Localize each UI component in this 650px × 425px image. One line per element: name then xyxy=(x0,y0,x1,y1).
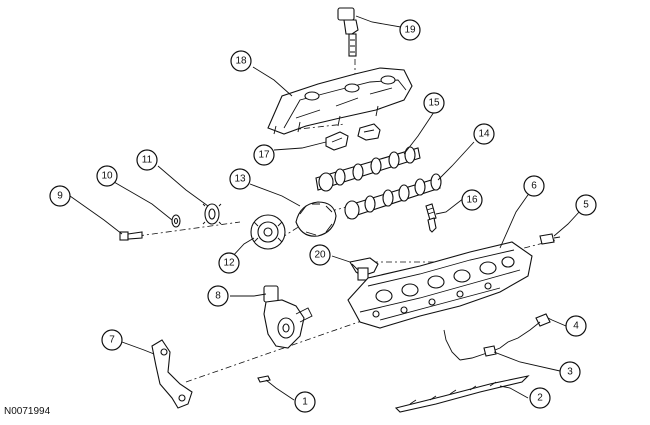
camshaft-lower xyxy=(344,173,442,220)
callout-5-label: 5 xyxy=(583,200,589,211)
callout-13-label: 13 xyxy=(234,174,246,185)
callout-16-label: 16 xyxy=(466,195,478,206)
callout-19-label: 19 xyxy=(404,25,416,36)
callout-1-label: 1 xyxy=(302,397,308,408)
figure-id-label: N0071994 xyxy=(4,406,51,417)
vct-sprocket xyxy=(250,214,286,250)
ignition-coil xyxy=(337,7,359,57)
spark-plug xyxy=(425,203,437,233)
callout-10: 10 xyxy=(96,165,118,187)
coolant-fitting xyxy=(539,233,561,245)
callout-7-label: 7 xyxy=(109,335,115,346)
vct-solenoid-assembly xyxy=(263,285,313,349)
callout-20-label: 20 xyxy=(314,250,326,261)
callout-4-label: 4 xyxy=(573,321,579,332)
callout-3-label: 3 xyxy=(567,367,573,378)
callout-2-label: 2 xyxy=(537,393,543,404)
callout-6: 6 xyxy=(523,175,545,197)
callout-19: 19 xyxy=(399,19,421,41)
callout-15-label: 15 xyxy=(428,98,440,109)
callout-14-label: 14 xyxy=(478,129,490,140)
camshaft-caps xyxy=(325,123,381,151)
callout-17: 17 xyxy=(253,144,275,166)
callout-7: 7 xyxy=(101,329,123,351)
leader-lines xyxy=(69,15,581,401)
callout-18: 18 xyxy=(230,50,252,72)
callout-8-label: 8 xyxy=(215,291,221,302)
callout-12-label: 12 xyxy=(223,258,235,269)
callout-10-label: 10 xyxy=(101,171,113,182)
callout-11: 11 xyxy=(136,149,158,171)
callout-15: 15 xyxy=(423,92,445,114)
callout-1: 1 xyxy=(294,391,316,413)
callout-6-label: 6 xyxy=(531,181,537,192)
callout-13: 13 xyxy=(229,168,251,190)
callout-11-label: 11 xyxy=(142,155,153,166)
callout-9: 9 xyxy=(49,185,71,207)
callout-17-label: 17 xyxy=(258,150,270,161)
callout-3: 3 xyxy=(559,361,581,383)
callout-5: 5 xyxy=(575,194,597,216)
oxygen-sensor-harness xyxy=(443,313,551,361)
callout-14: 14 xyxy=(473,123,495,145)
sprocket-gear xyxy=(202,203,222,225)
dowel-pin xyxy=(257,375,271,383)
callout-18-label: 18 xyxy=(235,56,247,67)
callout-16: 16 xyxy=(461,189,483,211)
callout-4: 4 xyxy=(565,315,587,337)
bolt xyxy=(119,231,143,241)
callout-12: 12 xyxy=(218,252,240,274)
camshaft-upper xyxy=(315,146,421,192)
position-sensor xyxy=(349,257,379,281)
head-gasket xyxy=(394,375,530,413)
cylinder-head xyxy=(347,241,533,329)
timing-chain xyxy=(295,201,337,237)
callout-8: 8 xyxy=(207,285,229,307)
callout-20: 20 xyxy=(309,244,331,266)
callout-2: 2 xyxy=(529,387,551,409)
mounting-bracket xyxy=(151,339,193,409)
callout-9-label: 9 xyxy=(57,191,63,202)
washer xyxy=(171,214,181,228)
valve-cover xyxy=(267,67,413,135)
